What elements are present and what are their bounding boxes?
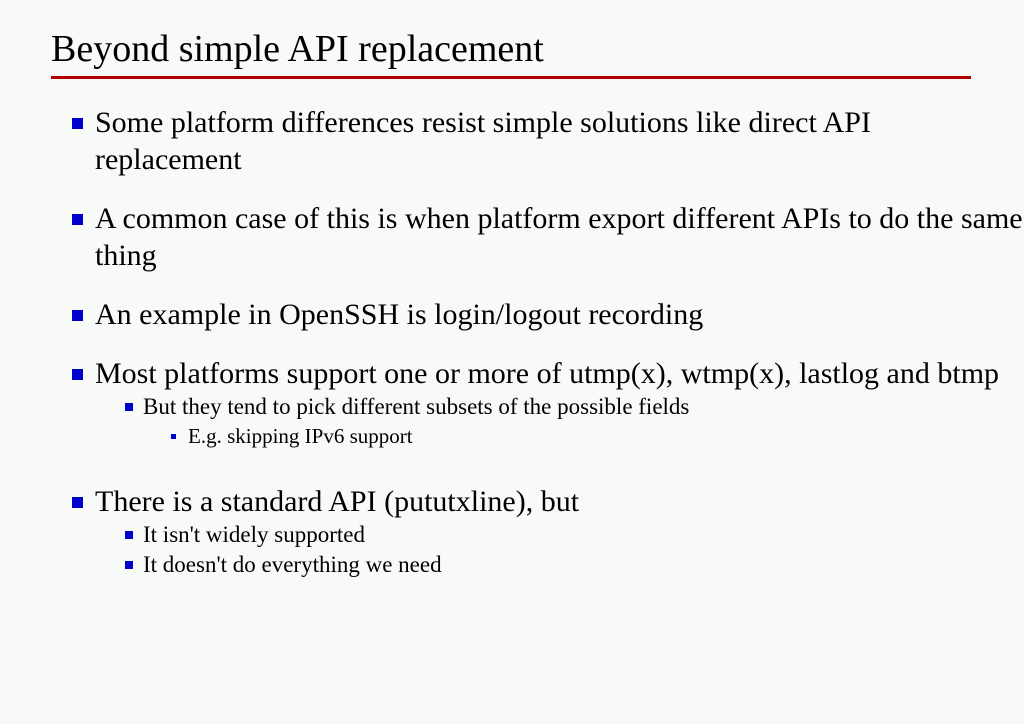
- sub-bullet-text: It isn't widely supported: [143, 522, 365, 547]
- bullet-text: Some platform differences resist simple …: [95, 106, 871, 176]
- bullet-text: There is a standard API (pututxline), bu…: [95, 485, 580, 518]
- bullet-text: A common case of this is when platform e…: [95, 202, 1023, 272]
- bullet-text: An example in OpenSSH is login/logout re…: [95, 298, 704, 331]
- sub-bullet-text: It doesn't do everything we need: [143, 552, 442, 577]
- sub-bullet-item: But they tend to pick different subsets …: [0, 392, 1024, 422]
- square-bullet-icon: [72, 118, 83, 129]
- bullet-group-3: An example in OpenSSH is login/logout re…: [0, 296, 1024, 333]
- square-bullet-icon: [72, 497, 83, 508]
- square-bullet-icon: [72, 214, 83, 225]
- bullet-item: A common case of this is when platform e…: [0, 200, 1024, 274]
- sub-bullet-text: But they tend to pick different subsets …: [143, 394, 690, 419]
- page-title: Beyond simple API replacement: [51, 28, 544, 70]
- square-bullet-icon: [72, 310, 83, 321]
- square-bullet-icon: [125, 531, 133, 539]
- bullet-item: An example in OpenSSH is login/logout re…: [0, 296, 1024, 333]
- sub-bullet-item: It doesn't do everything we need: [0, 550, 1024, 580]
- sub-sub-bullet-text: E.g. skipping IPv6 support: [188, 424, 413, 448]
- bullet-group-5: There is a standard API (pututxline), bu…: [0, 483, 1024, 580]
- bullet-text: Most platforms support one or more of ut…: [95, 357, 1000, 390]
- bullet-item: Some platform differences resist simple …: [0, 104, 1024, 178]
- bullet-group-1: Some platform differences resist simple …: [0, 104, 1024, 178]
- title-underline-rule: [51, 76, 971, 79]
- bullet-group-2: A common case of this is when platform e…: [0, 200, 1024, 274]
- sub-sub-bullet-item: E.g. skipping IPv6 support: [0, 422, 1024, 450]
- square-bullet-icon: [171, 434, 176, 439]
- square-bullet-icon: [72, 369, 83, 380]
- square-bullet-icon: [125, 403, 133, 411]
- slide-body: Some platform differences resist simple …: [0, 104, 1024, 580]
- slide-title-block: Beyond simple API replacement: [51, 26, 971, 72]
- sub-bullet-item: It isn't widely supported: [0, 520, 1024, 550]
- bullet-group-4: Most platforms support one or more of ut…: [0, 355, 1024, 450]
- bullet-item: Most platforms support one or more of ut…: [0, 355, 1024, 392]
- bullet-item: There is a standard API (pututxline), bu…: [0, 483, 1024, 520]
- square-bullet-icon: [125, 561, 133, 569]
